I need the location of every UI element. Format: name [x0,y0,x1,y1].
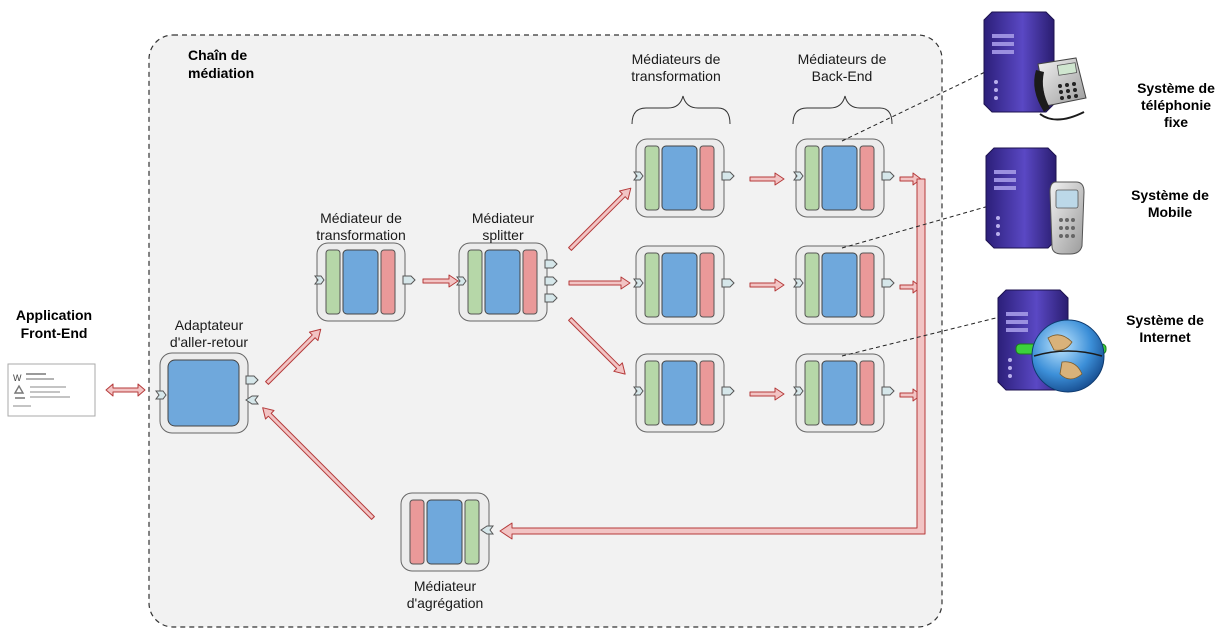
svg-text:W: W [13,373,22,383]
front-end-screenshot: W [7,363,96,417]
transformation-mediator-bottom[interactable] [633,353,735,433]
arrow-splitter-to-top [568,187,632,251]
system-connectors [841,59,1021,357]
arrow-adapter-to-transform [265,328,322,385]
arrow-transform-bottom-to-backend [749,387,785,401]
transformation-mediator[interactable] [314,242,416,322]
arrow-transform-top-to-backend [749,172,785,186]
arrow-splitter-to-middle [568,276,631,290]
arrow-transform-to-splitter [422,274,459,288]
backend-mediator-top[interactable] [793,138,895,218]
server-globe-icon [997,289,1107,393]
server-mobile-icon [985,147,1085,255]
arrow-aggregation-to-adapter [262,407,375,520]
backend-group-brace [792,95,893,125]
transformation-mediator-top[interactable] [633,138,735,218]
backend-mediator-middle[interactable] [793,245,895,325]
double-arrow-front-end [105,383,146,397]
mediation-chain-box [148,34,943,628]
arrow-splitter-to-bottom [568,317,626,375]
aggregation-mediator[interactable] [400,492,494,572]
transformation-group-brace [631,95,731,125]
splitter-mediator[interactable] [456,242,558,322]
arrow-transform-middle-to-backend [749,278,785,292]
collector-return-arrow [499,178,926,540]
adapter-mediator[interactable] [155,352,259,434]
flow-arrows [105,172,926,540]
server-telephone-icon [983,11,1087,121]
backend-mediator-bottom[interactable] [793,353,895,433]
transformation-mediator-middle[interactable] [633,245,735,325]
